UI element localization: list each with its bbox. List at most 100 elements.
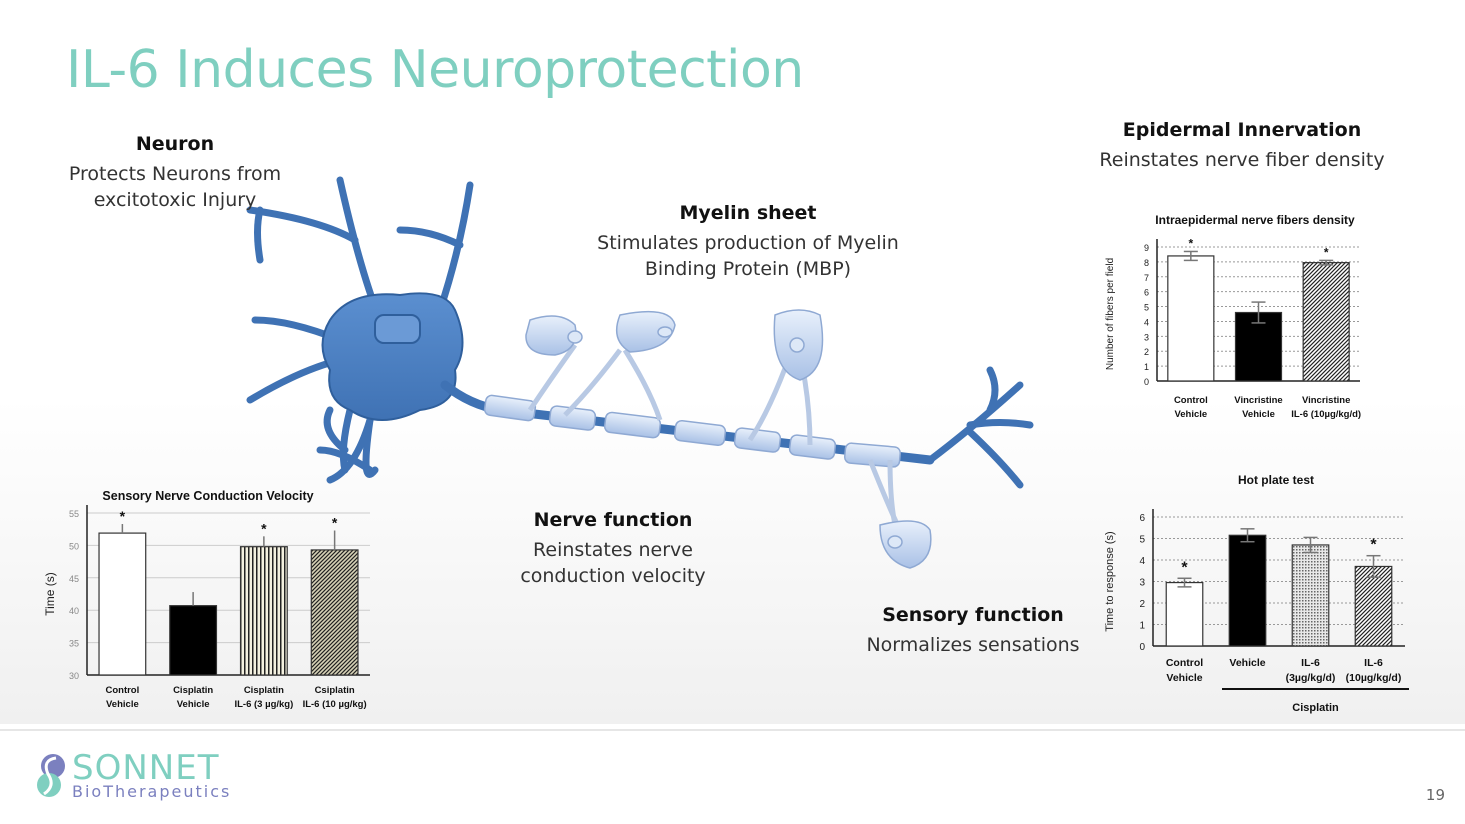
x-tick-label: (3µg/kg/d) bbox=[1286, 672, 1336, 684]
ienf-chart: Intraepidermal nerve fibers densityNumbe… bbox=[1105, 213, 1361, 420]
bar bbox=[1165, 581, 1204, 647]
y-tick-label: 1 bbox=[1144, 362, 1149, 372]
x-tick-label: Vehicle bbox=[106, 699, 139, 710]
neuron-illustration bbox=[246, 176, 1034, 569]
neuron-dendrites bbox=[246, 176, 1034, 489]
y-tick-label: 2 bbox=[1139, 599, 1145, 610]
y-tick-label: 6 bbox=[1144, 288, 1149, 298]
x-tick-label: Vehicle bbox=[177, 699, 210, 710]
y-tick-label: 8 bbox=[1144, 258, 1149, 268]
bar bbox=[1234, 311, 1283, 382]
chart-title: Intraepidermal nerve fibers density bbox=[1155, 213, 1355, 227]
y-tick-label: 35 bbox=[69, 639, 79, 649]
y-tick-label: 2 bbox=[1144, 347, 1149, 357]
neuron-soma bbox=[321, 292, 464, 421]
y-tick-label: 9 bbox=[1144, 243, 1149, 253]
bar bbox=[1302, 262, 1350, 382]
y-tick-label: 1 bbox=[1139, 621, 1145, 632]
x-tick-label: IL-6 bbox=[1364, 657, 1383, 669]
neuron-heading: Neuron bbox=[135, 133, 215, 155]
bar bbox=[239, 546, 288, 676]
x-tick-label: IL-6 bbox=[1301, 657, 1320, 669]
x-tick-label: Vincristine bbox=[1234, 395, 1282, 406]
significance-marker: * bbox=[261, 520, 267, 536]
bar bbox=[169, 605, 218, 676]
bar bbox=[1167, 255, 1215, 382]
footer-divider bbox=[0, 729, 1465, 731]
y-tick-label: 0 bbox=[1144, 377, 1149, 387]
nerve-text-line: Reinstates nerve bbox=[533, 539, 693, 561]
neuron-nucleus bbox=[374, 314, 421, 344]
x-tick-label: IL-6 (3 µg/kg) bbox=[234, 699, 293, 710]
bar bbox=[310, 549, 359, 676]
neuron-section: Neuron Protects Neurons from excitotoxic… bbox=[50, 133, 300, 213]
x-tick-label: Vehicle bbox=[1174, 409, 1207, 420]
y-tick-label: 4 bbox=[1139, 556, 1145, 567]
x-tick-label: Vehicle bbox=[1229, 657, 1265, 669]
significance-marker: * bbox=[1181, 559, 1188, 576]
bar bbox=[98, 532, 147, 676]
significance-marker: * bbox=[1324, 245, 1329, 259]
logo-name: SONNET bbox=[72, 748, 220, 788]
y-tick-label: 40 bbox=[69, 606, 79, 616]
y-tick-label: 50 bbox=[69, 541, 79, 551]
myelin-heading: Myelin sheet bbox=[679, 202, 817, 224]
myelin-text-line: Binding Protein (MBP) bbox=[644, 258, 852, 280]
page-number: 19 bbox=[1425, 786, 1445, 804]
x-tick-label: Control bbox=[1174, 395, 1208, 406]
y-tick-label: 45 bbox=[69, 574, 79, 584]
neuron-text-line: Protects Neurons from bbox=[68, 163, 282, 185]
myelin-section: Myelin sheet Stimulates production of My… bbox=[570, 202, 926, 282]
chart-title: Sensory Nerve Conduction Velocity bbox=[102, 489, 313, 503]
y-tick-label: 3 bbox=[1139, 578, 1145, 589]
group-label: Cisplatin bbox=[1292, 702, 1339, 714]
y-tick-label: 4 bbox=[1144, 317, 1149, 327]
significance-marker: * bbox=[1188, 236, 1193, 250]
y-axis-label: Time to response (s) bbox=[1104, 531, 1116, 631]
y-tick-label: 0 bbox=[1139, 642, 1145, 653]
x-tick-label: Cisplatin bbox=[173, 685, 213, 696]
sonnet-logo-icon bbox=[37, 754, 65, 797]
x-tick-label: IL-6 (10 µg/kg) bbox=[303, 699, 367, 710]
logo-subtitle: BioTherapeutics bbox=[72, 782, 232, 801]
y-tick-label: 5 bbox=[1144, 303, 1149, 313]
schwann-processes bbox=[527, 343, 903, 532]
significance-marker: * bbox=[1370, 537, 1377, 554]
y-tick-label: 7 bbox=[1144, 273, 1149, 283]
myelin-segments bbox=[483, 394, 902, 468]
nerve-section: Nerve function Reinstates nerve conducti… bbox=[490, 509, 736, 589]
y-axis-label: Number of fibers per field bbox=[1105, 258, 1116, 370]
y-axis-label: Time (s) bbox=[43, 572, 57, 616]
epidermal-text-line: Reinstates nerve fiber density bbox=[1099, 149, 1385, 171]
y-tick-label: 6 bbox=[1139, 513, 1145, 524]
significance-marker: * bbox=[332, 514, 338, 530]
myelin-text-line: Stimulates production of Myelin bbox=[597, 232, 899, 254]
y-tick-label: 3 bbox=[1144, 332, 1149, 342]
epidermal-heading: Epidermal Innervation bbox=[1122, 119, 1362, 141]
x-tick-label: (10µg/kg/d) bbox=[1346, 672, 1402, 684]
x-tick-label: Control bbox=[105, 685, 139, 696]
sensory-heading: Sensory function bbox=[882, 604, 1064, 626]
x-tick-label: Cisplatin bbox=[244, 685, 284, 696]
x-tick-label: Vehicle bbox=[1166, 672, 1202, 684]
sensory-section: Sensory function Normalizes sensations bbox=[848, 604, 1098, 658]
bar bbox=[1291, 544, 1330, 647]
y-tick-label: 5 bbox=[1139, 535, 1145, 546]
y-tick-label: 30 bbox=[69, 671, 79, 681]
x-tick-label: IL-6 (10µg/kg/d) bbox=[1291, 409, 1361, 420]
x-tick-label: Control bbox=[1166, 657, 1203, 669]
x-tick-label: Vincristine bbox=[1302, 395, 1350, 406]
x-tick-label: Csiplatin bbox=[315, 685, 355, 696]
bar bbox=[1228, 534, 1267, 647]
bar bbox=[1354, 565, 1393, 647]
nerve-heading: Nerve function bbox=[533, 509, 693, 531]
y-tick-label: 55 bbox=[69, 509, 79, 519]
chart-title: Hot plate test bbox=[1238, 473, 1314, 487]
x-tick-label: Vehicle bbox=[1242, 409, 1275, 420]
epidermal-section: Epidermal Innervation Reinstates nerve f… bbox=[1082, 119, 1402, 173]
sensory-text-line: Normalizes sensations bbox=[866, 634, 1080, 656]
slide-title: IL-6 Induces Neuroprotection bbox=[66, 40, 804, 100]
nerve-text-line: conduction velocity bbox=[520, 565, 706, 587]
